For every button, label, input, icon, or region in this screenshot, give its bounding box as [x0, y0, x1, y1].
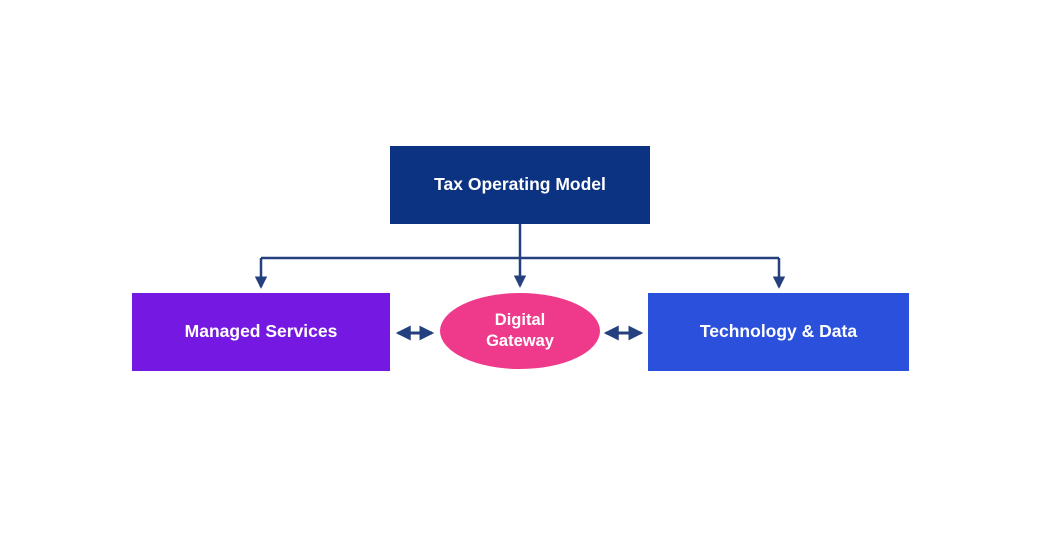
- node-tax-operating-model: Tax Operating Model: [390, 146, 650, 224]
- node-technology-and-data-label: Technology & Data: [699, 321, 858, 342]
- node-managed-services: Managed Services: [132, 293, 390, 371]
- node-digital-gateway: Digital Gateway: [440, 293, 600, 369]
- node-managed-services-label: Managed Services: [184, 321, 338, 342]
- node-digital-gateway-label: Digital Gateway: [486, 311, 554, 350]
- node-tax-operating-model-label: Tax Operating Model: [434, 174, 606, 195]
- node-technology-and-data: Technology & Data: [648, 293, 909, 371]
